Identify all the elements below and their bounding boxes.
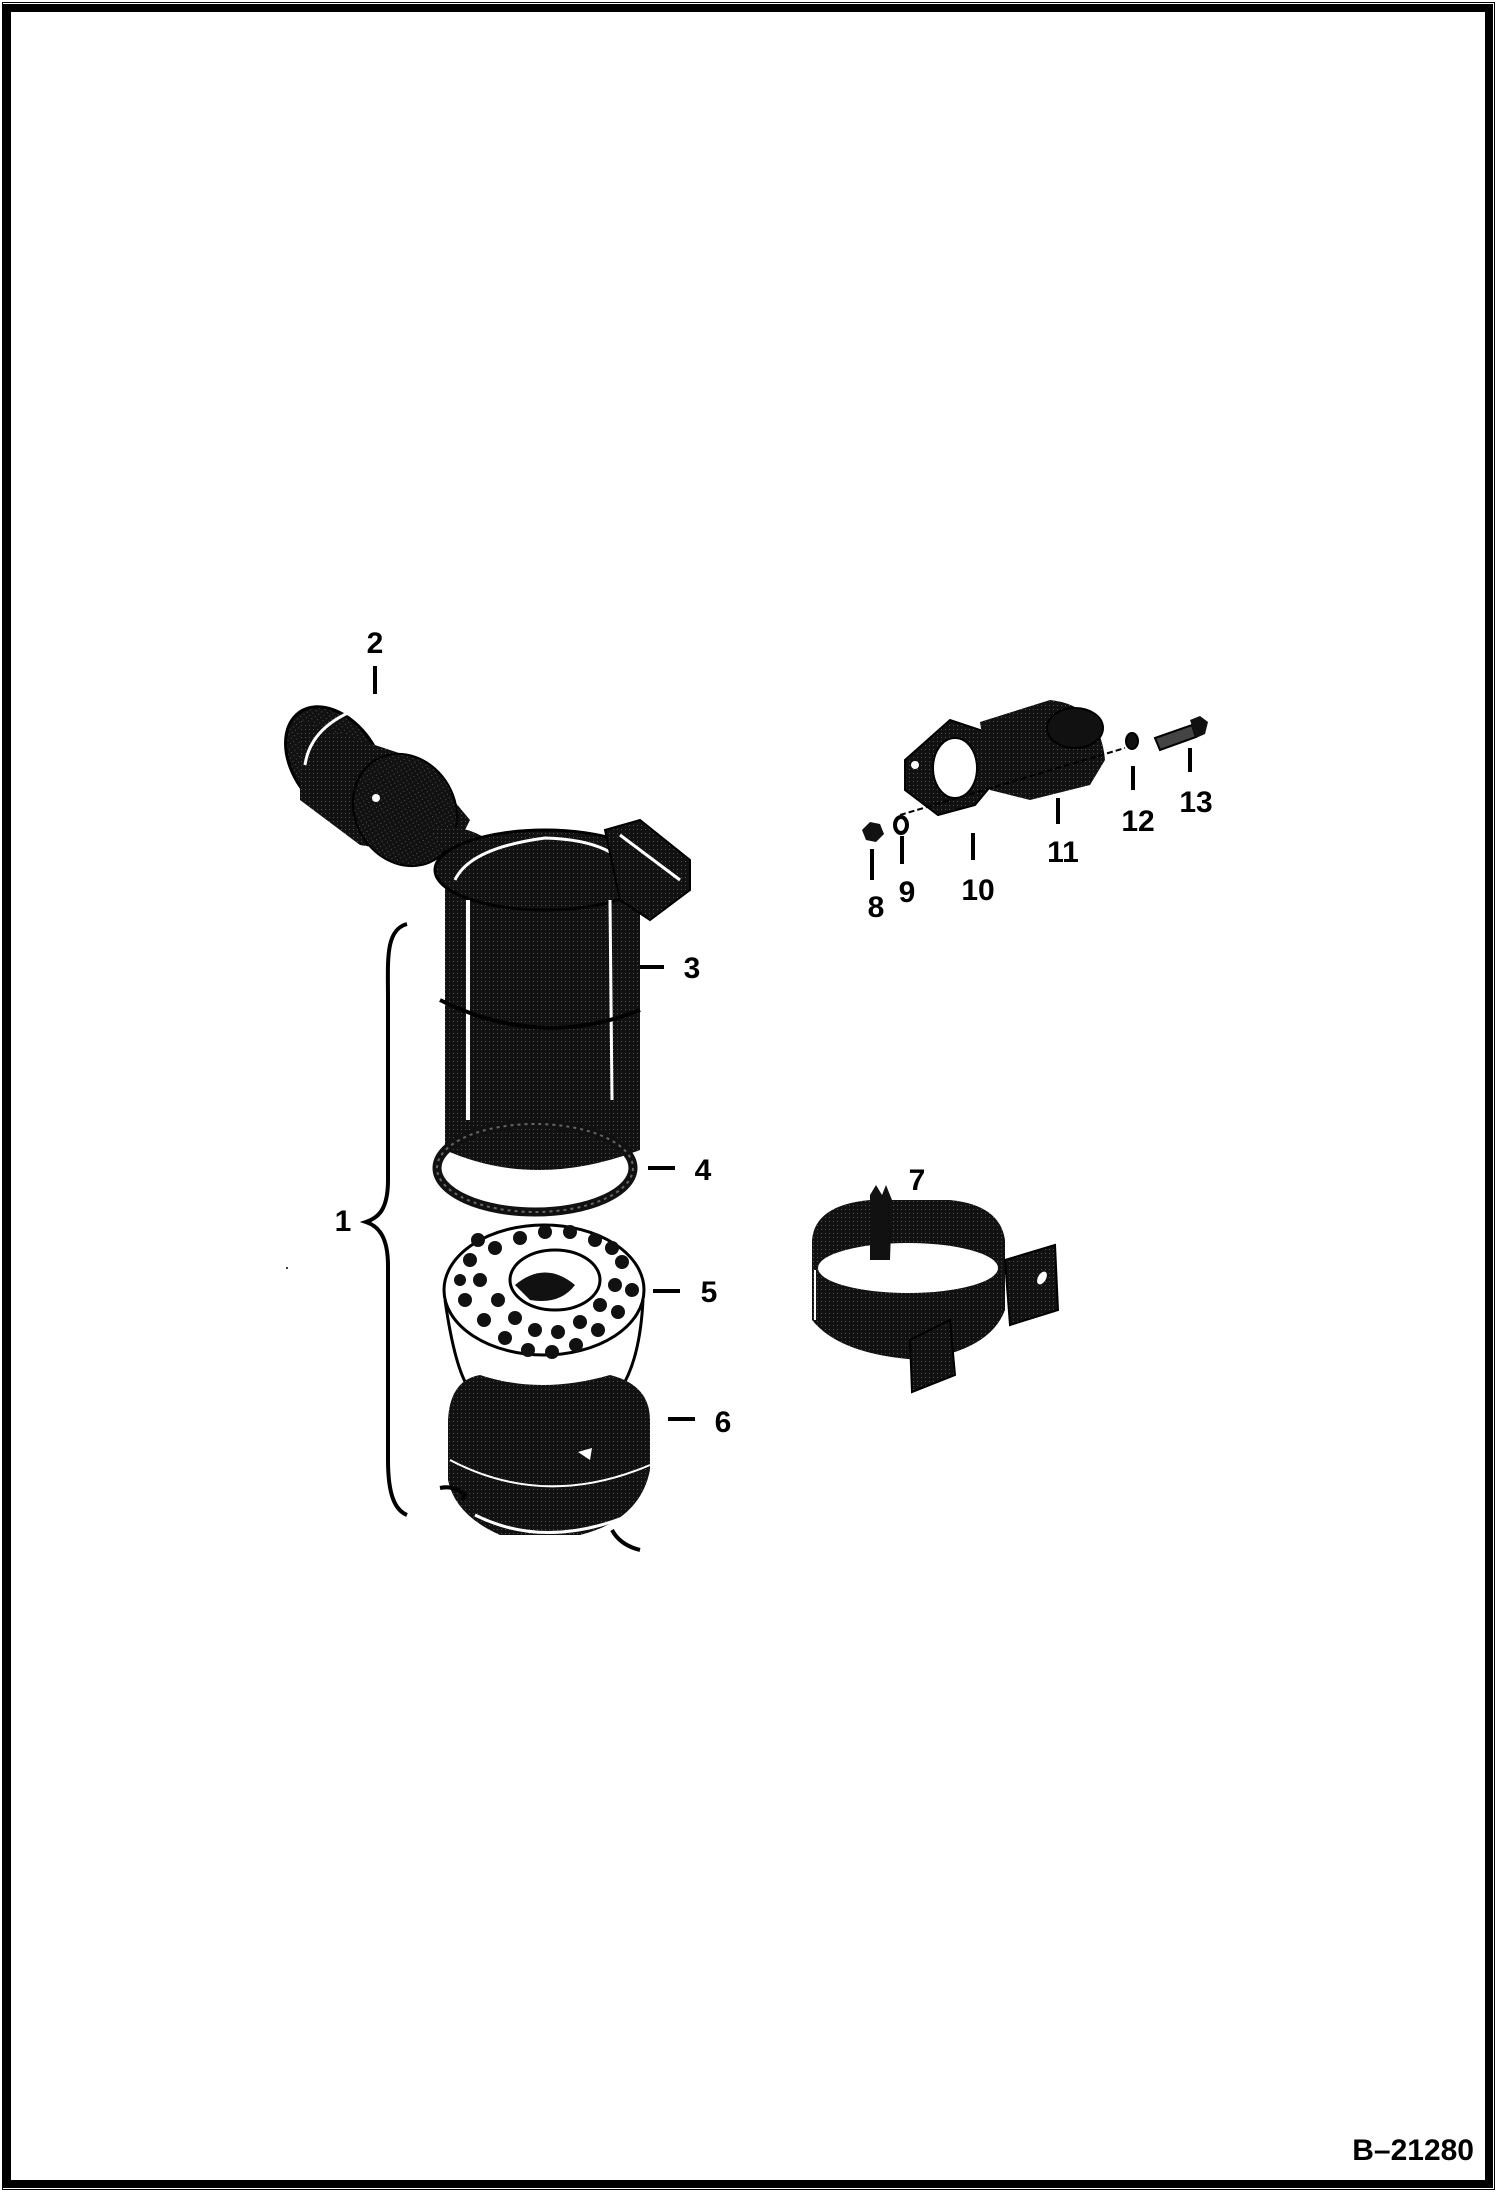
callout-1: 1 xyxy=(334,1205,352,1238)
callout-7: 7 xyxy=(908,1164,926,1197)
dust-cup-illustration xyxy=(439,1375,651,1552)
callout-8: 8 xyxy=(867,891,885,924)
air-cleaner-housing-illustration xyxy=(433,818,691,1177)
mounting-band-illustration xyxy=(812,1185,1060,1394)
callout-6: 6 xyxy=(714,1406,732,1439)
callout-11: 11 xyxy=(1047,836,1079,869)
assembly-brace xyxy=(359,922,408,1517)
callout-5: 5 xyxy=(700,1276,718,1309)
callout-3: 3 xyxy=(683,952,701,985)
figure-id-label: B–21280 xyxy=(1352,2134,1474,2167)
leader-lines xyxy=(373,666,1192,1421)
callout-4: 4 xyxy=(694,1154,712,1187)
callout-12: 12 xyxy=(1121,805,1155,838)
drawing-border xyxy=(3,4,1493,2188)
pre-cleaner-cap-illustration xyxy=(284,705,500,880)
intake-elbow-hardware-illustration xyxy=(862,700,1208,842)
callout-13: 13 xyxy=(1179,786,1213,819)
filter-element-illustration xyxy=(442,1223,646,1407)
callout-10: 10 xyxy=(961,874,995,907)
callout-9: 9 xyxy=(898,876,916,909)
callout-2: 2 xyxy=(366,627,384,660)
